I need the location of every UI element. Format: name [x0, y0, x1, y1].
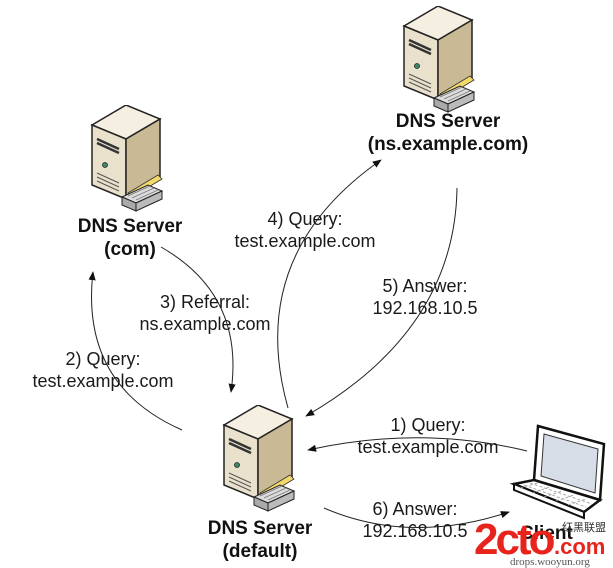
com-server-label: DNS Server (com): [60, 215, 200, 261]
edge-1-detail: test.example.com: [357, 437, 499, 457]
edge-3-step: 3) Referral:: [159, 292, 251, 312]
edge-2-step: 2) Query:: [65, 349, 141, 369]
default-server-sub: (default): [222, 541, 298, 562]
laptop-icon: [509, 424, 606, 520]
ns-server-sub: (ns.example.com): [367, 134, 529, 155]
edge-label-2: 2) Query: test.example.com: [10, 348, 196, 392]
edge-1-step: 1) Query:: [390, 415, 466, 435]
edge-label-4: 4) Query: test.example.com: [212, 208, 398, 252]
edge-label-1: 1) Query: test.example.com: [335, 414, 521, 458]
watermark-logo: 2cto: [474, 515, 556, 564]
edge-6-step: 6) Answer:: [372, 499, 458, 519]
edge-3-referral: [160, 246, 236, 393]
edge-label-3: 3) Referral: ns.example.com: [112, 291, 298, 335]
ns-server-label: DNS Server (ns.example.com): [355, 110, 541, 156]
default-server-label: DNS Server (default): [190, 517, 330, 563]
server-icon: [402, 6, 476, 113]
watermark: 2cto .com 红黑联盟 drops.wooyun.org: [474, 516, 613, 568]
edge-6-answer: [323, 507, 510, 528]
edge-4-detail: test.example.com: [234, 231, 376, 251]
server-icon: [222, 405, 296, 512]
edge-2-query: [88, 271, 183, 431]
edge-4-query: [277, 159, 382, 409]
edge-3-detail: ns.example.com: [139, 314, 271, 334]
watermark-url: drops.wooyun.org: [510, 556, 590, 568]
watermark-suffix: .com: [554, 534, 606, 559]
edge-5-answer: [305, 187, 458, 417]
edge-5-detail: 192.168.10.5: [372, 298, 478, 318]
edge-label-5: 5) Answer: 192.168.10.5: [350, 275, 500, 319]
edge-1-query: [307, 437, 528, 452]
edge-label-6: 6) Answer: 192.168.10.5: [340, 498, 490, 542]
com-server-name: DNS Server: [77, 216, 183, 237]
ns-server-name: DNS Server: [395, 111, 501, 132]
edge-4-step: 4) Query:: [267, 209, 343, 229]
client-label: Client: [520, 522, 610, 545]
com-server-sub: (com): [104, 239, 156, 260]
edge-6-detail: 192.168.10.5: [362, 521, 468, 541]
default-server-name: DNS Server: [207, 518, 313, 539]
client-name: Client: [520, 523, 573, 544]
server-icon: [90, 105, 164, 212]
watermark-cn-text: 红黑联盟: [562, 521, 606, 534]
edge-5-step: 5) Answer:: [382, 276, 468, 296]
edge-2-detail: test.example.com: [32, 371, 174, 391]
